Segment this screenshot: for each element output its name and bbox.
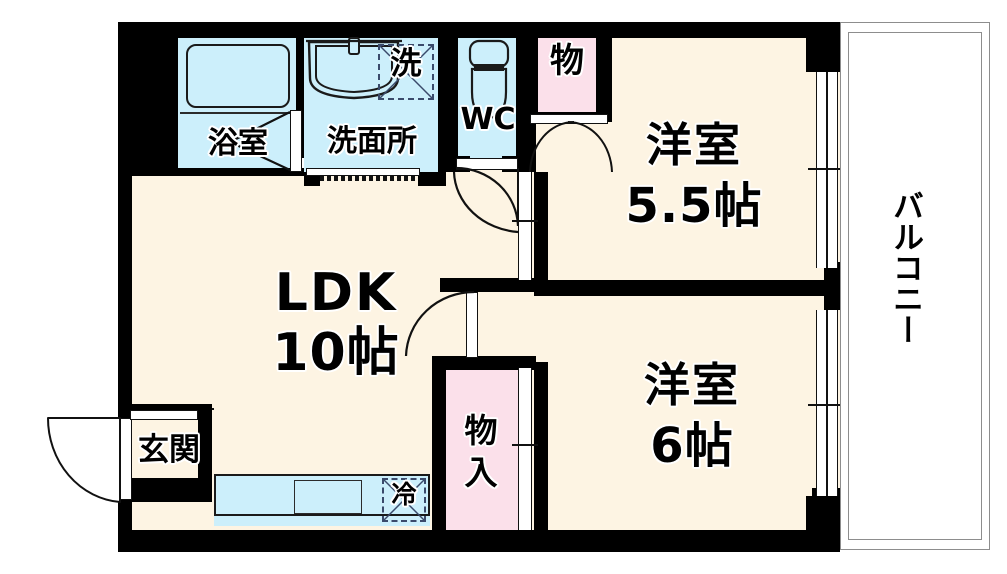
washroom-threshold xyxy=(306,168,420,176)
room1-sliding-door-mark xyxy=(512,220,538,222)
wall-bedroom2-corner xyxy=(806,496,840,536)
bath-door-swing xyxy=(227,111,292,171)
kitchen-counter-lip xyxy=(214,514,430,526)
balcony-door-lower-mark xyxy=(808,404,846,406)
vanity-sink-icon xyxy=(306,37,402,104)
wall-closet-mid-head xyxy=(432,356,536,370)
closet-top-door-right[interactable] xyxy=(566,121,613,174)
wall-bedroom1-corner xyxy=(806,36,840,72)
fridge-space-icon xyxy=(382,478,426,522)
closet-mid-sliding-door-mark xyxy=(512,444,538,446)
wall-exterior-bottom xyxy=(118,530,840,552)
wall-closet-mid-left xyxy=(432,356,446,536)
wall-washroom-right xyxy=(438,36,446,186)
wall-between-bedrooms xyxy=(534,280,834,296)
wall-closet-top-right xyxy=(596,22,612,122)
washroom-low-partition xyxy=(320,176,418,181)
kitchen-sink-icon xyxy=(294,480,362,514)
wall-ldk-right-upper xyxy=(534,172,548,280)
room-fill-closet-top xyxy=(536,36,598,118)
closet-mid-sliding-door[interactable] xyxy=(518,368,532,530)
balcony-door-lower-rail xyxy=(826,310,828,496)
toilet-bowl-icon xyxy=(466,39,512,122)
closet-top-threshold xyxy=(530,114,608,124)
wall-ldk-right-lower xyxy=(534,362,548,536)
wall-bath-washroom xyxy=(296,36,304,158)
bath-door-leaf[interactable] xyxy=(290,110,302,172)
ldk-hall-door-swing xyxy=(404,290,475,358)
room1-sliding-door[interactable] xyxy=(518,172,532,280)
wall-genkan-right xyxy=(198,404,212,478)
wall-genkan-left-lower xyxy=(118,500,132,536)
room-fill-closet-mid xyxy=(444,368,520,530)
entry-door-swing xyxy=(46,417,124,503)
wall-exterior-left-upper xyxy=(118,22,178,176)
balcony-door-upper-mark xyxy=(808,168,846,170)
wall-toilet-left xyxy=(446,36,458,164)
wall-hall-door-head xyxy=(440,278,536,292)
genkan-threshold xyxy=(212,408,214,410)
genkan-step-line xyxy=(130,410,198,420)
closet-top-door-left[interactable] xyxy=(529,121,575,174)
balcony-door-upper-rail xyxy=(826,72,828,268)
bathtub-edge-line xyxy=(180,112,296,114)
toilet-door-swing xyxy=(452,171,522,234)
wall-bath-bottom xyxy=(178,168,304,176)
washroom-door-leaf[interactable] xyxy=(456,158,518,170)
wall-washroom-bottom-right xyxy=(418,172,446,186)
wall-closet-top-left xyxy=(526,22,538,122)
washer-space-icon xyxy=(378,44,434,100)
bathtub-icon xyxy=(186,44,290,108)
room-fill-genkan xyxy=(128,408,210,530)
balcony-inner-rail xyxy=(848,32,982,540)
wall-exterior-left-lower xyxy=(118,176,132,408)
wall-exterior-top xyxy=(118,22,840,38)
wall-kitchen-stub xyxy=(118,478,212,502)
